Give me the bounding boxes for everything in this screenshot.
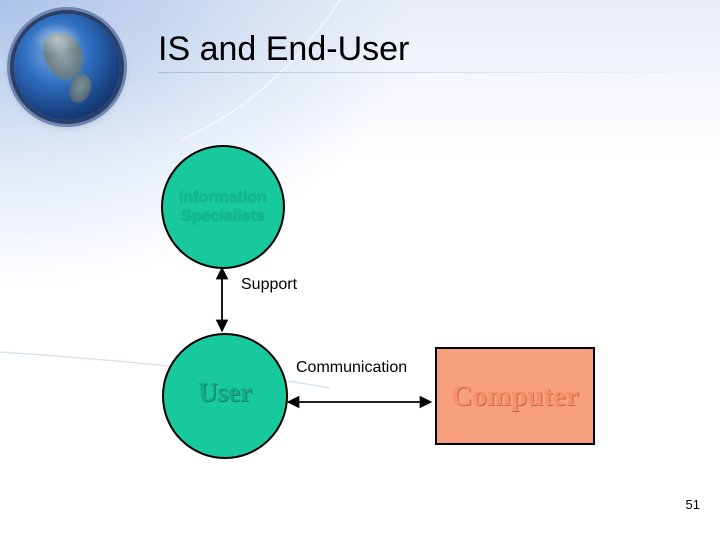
page-number: 51 bbox=[685, 497, 700, 512]
computer-node: Computer bbox=[435, 347, 595, 445]
user-label: User bbox=[198, 376, 252, 407]
computer-label: Computer bbox=[451, 379, 579, 412]
slide-title: IS and End-User bbox=[158, 30, 410, 68]
globe-icon bbox=[14, 14, 120, 120]
support-edge-label: Support bbox=[241, 276, 298, 293]
communication-edge-label: Communication bbox=[296, 359, 408, 376]
title-divider bbox=[158, 72, 718, 73]
information-specialists-node: Information Specialists bbox=[161, 145, 285, 269]
user-node: User bbox=[162, 333, 288, 459]
information-specialists-label: Information Specialists bbox=[179, 189, 267, 225]
